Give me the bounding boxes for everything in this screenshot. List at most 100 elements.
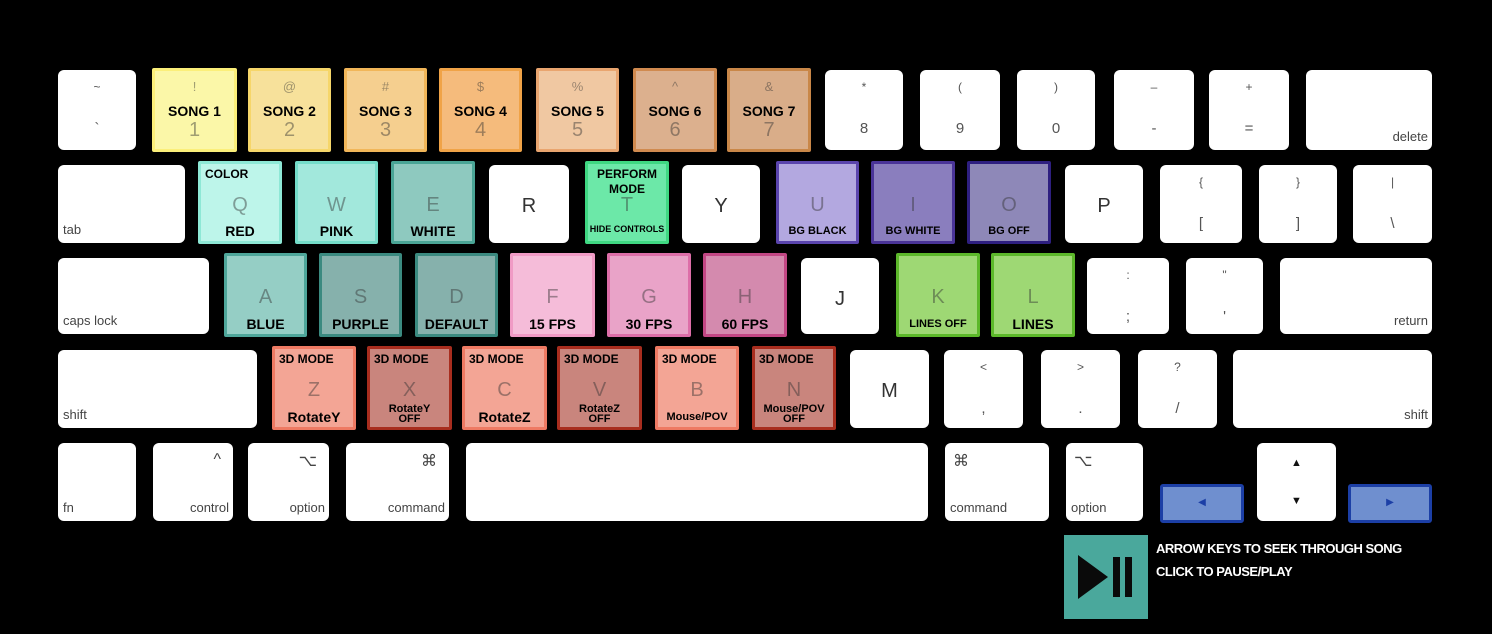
key-bottom-symbol: \ [1390, 215, 1395, 232]
key-option-left[interactable]: ⌥ option [248, 443, 329, 521]
key-y[interactable]: Y [682, 165, 760, 243]
key-label: PINK [319, 223, 354, 239]
key-number: 2 [283, 119, 296, 141]
key-4-song-4[interactable]: $ SONG 4 4 [439, 68, 522, 152]
key-bottom-symbol: 9 [955, 120, 965, 137]
key-control[interactable]: ^ control [153, 443, 233, 521]
key-arrow-up-down[interactable]: ▲ ▼ [1257, 443, 1336, 521]
key-f-15-fps[interactable]: F 15 FPS [510, 253, 595, 337]
key-option-right[interactable]: ⌥ option [1066, 443, 1143, 521]
key-tab[interactable]: tab [58, 165, 185, 243]
key-space[interactable] [466, 443, 928, 521]
key-slash[interactable]: ? / [1138, 350, 1217, 428]
key-fn[interactable]: fn [58, 443, 136, 521]
key-letter: N [786, 379, 802, 401]
key-tilde[interactable]: ~ ` [58, 70, 136, 150]
key-letter: T [620, 194, 634, 216]
key-bracket-left[interactable]: { [ [1160, 165, 1242, 243]
key-9[interactable]: ( 9 [920, 70, 1000, 150]
key-header: 3D MODE [662, 352, 717, 366]
key-r[interactable]: R [489, 165, 569, 243]
key-caps-lock[interactable]: caps lock [58, 258, 209, 334]
key-w-color-pink[interactable]: W PINK [295, 161, 378, 244]
key-label: BLUE [246, 316, 285, 332]
key-minus[interactable]: – - [1114, 70, 1194, 150]
key-semicolon[interactable]: : ; [1087, 258, 1169, 334]
key-shift-left[interactable]: shift [58, 350, 257, 428]
key-b-mouse-pov[interactable]: 3D MODE B Mouse/POV [655, 346, 739, 430]
key-top-symbol: $ [476, 79, 485, 94]
key-i-bg-white[interactable]: I BG WHITE [871, 161, 955, 244]
key-letter: S [353, 286, 368, 308]
key-2-song-2[interactable]: @ SONG 2 2 [248, 68, 331, 152]
key-t-perform-mode[interactable]: PERFORM MODE T HIDE CONTROLS [585, 161, 669, 244]
key-bottom-symbol: ; [1125, 308, 1131, 325]
key-label: caps lock [63, 313, 118, 328]
key-m[interactable]: M [850, 350, 929, 428]
key-bottom-symbol: ` [94, 120, 100, 137]
key-3-song-3[interactable]: # SONG 3 3 [344, 68, 427, 152]
key-arrow-left[interactable]: ◀ [1160, 484, 1244, 523]
key-command-left[interactable]: ⌘ command [346, 443, 449, 521]
key-label-line1: RotateY [388, 403, 431, 415]
key-comma[interactable]: < , [944, 350, 1023, 428]
key-label: option [1071, 500, 1107, 515]
key-return[interactable]: return [1280, 258, 1432, 334]
key-top-symbol: | [1390, 175, 1395, 189]
key-d-color-default[interactable]: D DEFAULT [415, 253, 498, 337]
key-header: 3D MODE [759, 352, 814, 366]
play-pause-button[interactable] [1064, 535, 1148, 619]
key-arrow-right[interactable]: ▶ [1348, 484, 1432, 523]
key-o-bg-off[interactable]: O BG OFF [967, 161, 1051, 244]
command-icon: ⌘ [421, 453, 437, 470]
key-bracket-right[interactable]: } ] [1259, 165, 1337, 243]
key-letter: B [690, 379, 704, 401]
key-e-color-white[interactable]: E WHITE [391, 161, 475, 244]
key-0[interactable]: ) 0 [1017, 70, 1095, 150]
key-backslash[interactable]: | \ [1353, 165, 1432, 243]
key-p[interactable]: P [1065, 165, 1143, 243]
key-top-symbol: : [1126, 268, 1130, 282]
key-u-bg-black[interactable]: U BG BLACK [776, 161, 859, 244]
key-letter: X [402, 379, 417, 401]
arrow-up-icon: ▲ [1291, 457, 1302, 469]
key-c-rotate-z[interactable]: 3D MODE C RotateZ [462, 346, 547, 430]
key-delete[interactable]: delete [1306, 70, 1432, 150]
key-z-rotate-y[interactable]: 3D MODE Z RotateY [272, 346, 356, 430]
key-shift-right[interactable]: shift [1233, 350, 1432, 428]
key-letter: M [881, 380, 898, 402]
key-8[interactable]: * 8 [825, 70, 903, 150]
key-label: tab [63, 222, 82, 237]
key-g-30-fps[interactable]: G 30 FPS [607, 253, 691, 337]
key-period[interactable]: > . [1041, 350, 1120, 428]
key-equals[interactable]: + = [1209, 70, 1289, 150]
key-j[interactable]: J [801, 258, 879, 334]
key-label: SONG 6 [648, 103, 702, 119]
key-command-right[interactable]: ⌘ command [945, 443, 1049, 521]
key-letter: E [426, 194, 440, 216]
key-h-60-fps[interactable]: H 60 FPS [703, 253, 787, 337]
key-q-color-red[interactable]: COLOR Q RED [198, 161, 282, 244]
key-s-color-purple[interactable]: S PURPLE [319, 253, 402, 337]
key-6-song-6[interactable]: ^ SONG 6 6 [633, 68, 717, 152]
key-quote[interactable]: " ' [1186, 258, 1263, 334]
key-1-song-1[interactable]: ! SONG 1 1 [152, 68, 237, 152]
key-l-lines[interactable]: L LINES [991, 253, 1075, 337]
key-letter: U [810, 194, 825, 216]
key-top-symbol: " [1222, 268, 1227, 282]
key-label: SONG 2 [263, 103, 316, 119]
key-top-symbol: ! [192, 79, 197, 94]
key-top-symbol: ? [1174, 360, 1181, 374]
key-5-song-5[interactable]: % SONG 5 5 [536, 68, 619, 152]
key-label: 15 FPS [529, 316, 576, 332]
key-letter: R [521, 195, 537, 217]
key-7-song-7[interactable]: & SONG 7 7 [727, 68, 811, 152]
key-a-color-blue[interactable]: A BLUE [224, 253, 307, 337]
key-k-lines-off[interactable]: K LINES OFF [896, 253, 980, 337]
